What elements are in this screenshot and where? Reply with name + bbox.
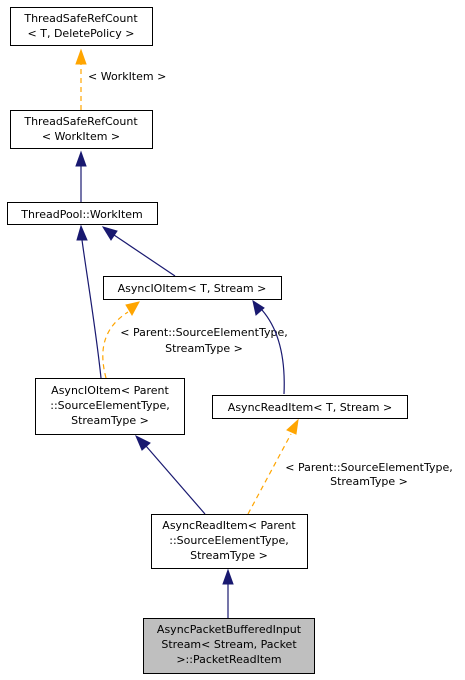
inherit-edge-packet-to-asyncread-parent: [222, 568, 234, 618]
svg-text:< T, DeletePolicy >: < T, DeletePolicy >: [28, 27, 135, 40]
node-threadpool-workitem[interactable]: ThreadPool::WorkItem: [7, 202, 158, 225]
svg-text:>::PacketReadItem: >::PacketReadItem: [176, 653, 281, 666]
inherit-edge-asyncio-to-workitem: [101, 226, 176, 277]
inherit-edge-asyncread-parent-to-asyncio-parent: [135, 434, 206, 515]
node-asyncreaditem-t-stream[interactable]: AsyncReadItem< T, Stream >: [212, 395, 408, 419]
node-asyncioitem-parent[interactable]: AsyncIOItem< Parent ::SourceElementType,…: [35, 378, 185, 435]
svg-text:AsyncIOItem< Parent: AsyncIOItem< Parent: [51, 384, 169, 397]
svg-text:< WorkItem >: < WorkItem >: [42, 130, 120, 143]
svg-text:StreamType >: StreamType >: [330, 475, 408, 488]
edge-label-asyncio: < Parent::SourceElementType, StreamType …: [120, 326, 287, 355]
inherit-edge-asyncread-to-asyncio: [252, 299, 285, 395]
edge-label-workitem: < WorkItem >: [88, 70, 166, 83]
node-threadsaferefcount-policy[interactable]: ThreadSafeRefCount < T, DeletePolicy >: [10, 7, 153, 46]
svg-text:StreamType >: StreamType >: [71, 414, 149, 427]
template-edge-workitem: [75, 48, 87, 110]
svg-text:< Parent::SourceElementType,: < Parent::SourceElementType,: [285, 461, 452, 474]
inherit-edge-asyncio-parent-to-workitem: [76, 224, 102, 379]
node-asyncioitem-t-stream[interactable]: AsyncIOItem< T, Stream >: [103, 276, 282, 300]
svg-text:< WorkItem >: < WorkItem >: [88, 70, 166, 83]
svg-text:AsyncReadItem< Parent: AsyncReadItem< Parent: [162, 519, 296, 532]
inherit-edge-workitem-to-refcount: [75, 150, 87, 202]
svg-text:AsyncIOItem< T, Stream >: AsyncIOItem< T, Stream >: [118, 282, 267, 295]
template-edge-asyncread: [247, 418, 299, 515]
svg-text:AsyncPacketBufferedInput: AsyncPacketBufferedInput: [157, 623, 302, 636]
svg-text:ThreadSafeRefCount: ThreadSafeRefCount: [23, 115, 138, 128]
svg-text:Stream< Stream, Packet: Stream< Stream, Packet: [161, 638, 297, 651]
node-packetreaditem-current[interactable]: AsyncPacketBufferedInput Stream< Stream,…: [143, 618, 315, 674]
svg-text:::SourceElementType,: ::SourceElementType,: [169, 534, 289, 547]
template-edge-asyncio: [102, 301, 140, 379]
svg-text:StreamType >: StreamType >: [165, 342, 243, 355]
svg-text:::SourceElementType,: ::SourceElementType,: [50, 399, 170, 412]
node-asyncreaditem-parent[interactable]: AsyncReadItem< Parent ::SourceElementTyp…: [151, 514, 308, 569]
svg-text:AsyncReadItem< T, Stream >: AsyncReadItem< T, Stream >: [228, 401, 392, 414]
svg-text:ThreadSafeRefCount: ThreadSafeRefCount: [23, 12, 138, 25]
svg-text:ThreadPool::WorkItem: ThreadPool::WorkItem: [20, 208, 143, 221]
svg-text:StreamType >: StreamType >: [190, 549, 268, 562]
svg-text:< Parent::SourceElementType,: < Parent::SourceElementType,: [120, 326, 287, 339]
edge-label-asyncread: < Parent::SourceElementType, StreamType …: [285, 461, 452, 488]
node-threadsaferefcount-workitem[interactable]: ThreadSafeRefCount < WorkItem >: [10, 110, 153, 149]
